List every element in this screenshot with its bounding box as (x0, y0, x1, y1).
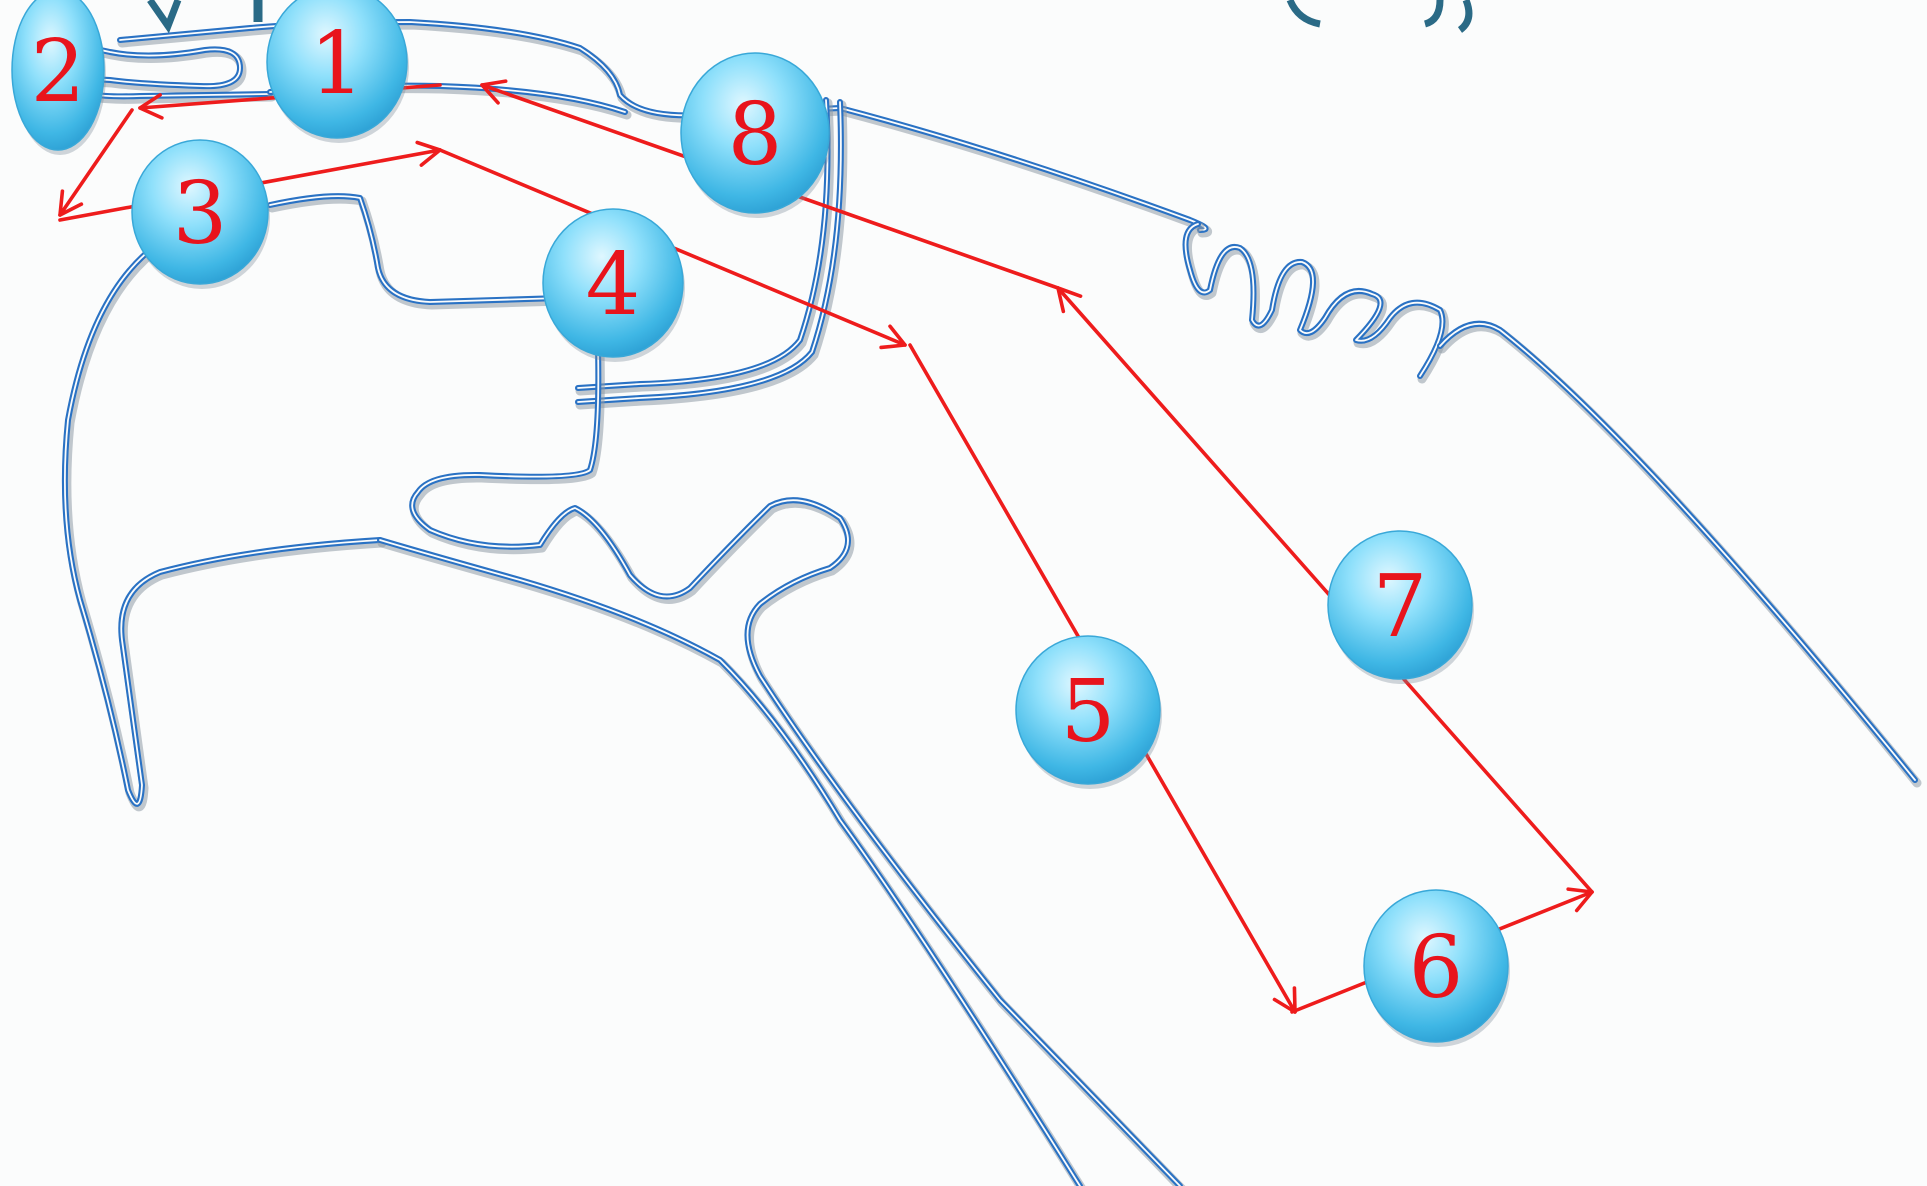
channel-segment (1184, 223, 1444, 377)
step-number-label: 1 (310, 14, 365, 114)
channel-segment (269, 195, 561, 303)
bubble-circle (1363, 889, 1509, 1043)
channel-segment (377, 538, 1086, 1186)
channel-segment (577, 99, 829, 389)
channel-segment (1439, 322, 1916, 781)
step-bubble-6: 6 (1363, 889, 1510, 1047)
channel-segment (1437, 320, 1918, 783)
step-number-label: 7 (1373, 557, 1428, 657)
step-bubble-1: 1 (266, 0, 409, 143)
channel-segment (377, 537, 1083, 1186)
bubble-circle (680, 52, 830, 214)
step-number-label: 2 (31, 22, 86, 122)
step-number-label: 8 (728, 85, 783, 185)
flow-arrowhead (58, 189, 84, 217)
bubble-circle (1015, 635, 1161, 785)
bubble-circle (131, 139, 269, 285)
channel-segment (1437, 322, 1922, 788)
step-number-label: 6 (1409, 918, 1464, 1018)
channel-segment (267, 194, 567, 310)
step-bubble-8: 8 (680, 52, 831, 218)
channel-outlines (17, 19, 1922, 1186)
step-number-label: 4 (586, 235, 641, 335)
title-fragments (147, 0, 1473, 34)
step-bubble-4: 4 (542, 208, 685, 362)
step-number-label: 3 (173, 164, 228, 264)
step-bubble-2: 2 (11, 0, 106, 155)
channel-segment (411, 347, 1181, 1186)
channel-segment (119, 21, 1207, 231)
step-bubble-5: 5 (1015, 635, 1162, 789)
bubble-circle (542, 208, 684, 358)
flow-arrowhead (480, 79, 508, 105)
step-bubble-3: 3 (131, 139, 270, 289)
flow-arrow-line (58, 108, 134, 217)
step-bubble-7: 7 (1327, 530, 1474, 684)
channel-segment (267, 193, 563, 305)
bubble-circle (1327, 530, 1473, 680)
bubble-circle (11, 0, 105, 151)
flow-arrowhead (879, 324, 907, 350)
flow-arrowhead (138, 93, 164, 120)
channel-segment (379, 539, 1081, 1186)
flow-arrow-line (1056, 286, 1594, 894)
channel-segment (577, 101, 842, 403)
bubble-circle (266, 0, 408, 139)
step-number-label: 5 (1061, 662, 1116, 762)
channel-segment (63, 249, 381, 805)
